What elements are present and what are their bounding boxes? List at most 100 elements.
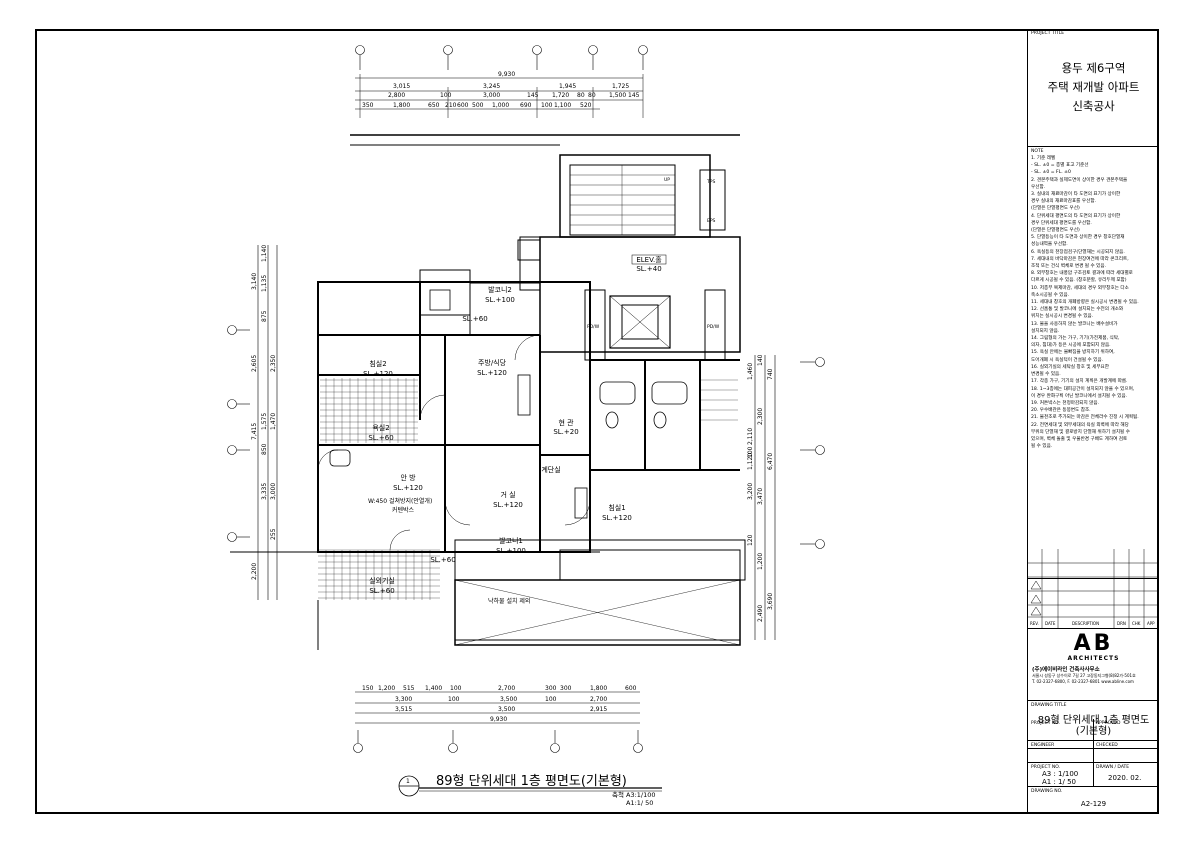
top-dim-row3-0: 2,800: [388, 92, 405, 99]
scale-label: PROJECT NO.: [1031, 765, 1061, 770]
project-title-line-1: 용두 제6구역: [1061, 61, 1126, 75]
drawing-no-row: DRAWING NO. A2-129: [1028, 787, 1159, 814]
checked-label: CHECKED: [1096, 743, 1118, 748]
top-dim-row3-3: 145: [527, 92, 539, 99]
plan-scale-a3: 축척 A3:1/100: [612, 791, 656, 799]
rev-header-drn: DRN: [1117, 621, 1126, 626]
room-room1-sl: SL.+120: [602, 514, 632, 522]
note-item: 12. 선홈통 및 발코니에 설치되는 수전의 개소와: [1031, 307, 1124, 313]
note-item: - SL. ±0 = FL. ±0: [1031, 170, 1071, 176]
note-label: NOTE: [1031, 149, 1044, 154]
plan-scale-a1: A1:1/ 50: [626, 799, 654, 807]
project-title-line-2: 주택 재개발 아파트: [1047, 80, 1140, 94]
bottom-dim-overall: 9,930: [490, 716, 507, 723]
bottom-dim-row3-0: 3,515: [395, 706, 412, 713]
note-item: 설치되지 않음.: [1031, 328, 1060, 334]
top-dim-row2-0: 3,015: [393, 83, 410, 90]
top-dim-row3-2: 3,000: [483, 92, 500, 99]
bottom-dim-row1-1: 1,200: [378, 685, 395, 692]
bottom-dim-row1-2: 515: [403, 685, 415, 692]
room-hall-sl: SL.+20: [553, 428, 578, 436]
firm-logo-sub: ARCHITECTS: [1067, 655, 1120, 662]
room-room2: 침실2: [369, 359, 386, 368]
room-stair: 계단실: [541, 465, 560, 474]
core-label-tps: TPS: [706, 179, 715, 185]
drawn-date-label: DRAWN / DATE: [1096, 765, 1130, 770]
room-master-sl: SL.+120: [393, 484, 423, 492]
note-item: 17. 각종 가구, 기기의 설치 계획은 개발계에 따름.: [1031, 379, 1128, 385]
bottom-dim-row2-1: 100: [448, 696, 460, 703]
bottom-note: 낙하물 설치 제외: [488, 597, 530, 605]
scale-values: A3 : 1/100 A1 : 1/ 50: [1042, 770, 1078, 786]
drawing-sheet-border: [35, 29, 1159, 814]
top-dim-row3-7: 1,500: [609, 92, 626, 99]
note-item: 20. 우수배관은 동봉변도 참조.: [1031, 408, 1091, 414]
room-living-sl: SL.+120: [493, 501, 523, 509]
drawing-title-label: DRAWING TITLE: [1031, 703, 1067, 708]
room-master: 안 방: [400, 473, 416, 482]
right-dim-1: 1,460: [747, 363, 754, 380]
room-living: 거 실: [500, 490, 515, 499]
right-dim-12: 3,690: [767, 593, 774, 610]
note-item: 7. 세대내의 바닥마감은 현장여건에 따라 콘크리트,: [1031, 256, 1129, 262]
room-balcony2: 발코니2: [488, 285, 512, 294]
left-dim-12: 255: [270, 528, 277, 540]
note-item: 22. 전면세대 및 외부세대의 욕실 외벽에 따라 해당: [1031, 422, 1129, 428]
room-hall: 현 관: [558, 418, 574, 427]
note-item: 도어개폐 시 욕실턱이 건설될 수 있음.: [1031, 357, 1104, 363]
note-item: 13. 물을 사용하지 않는 발코니는 배수설비가: [1031, 321, 1118, 327]
note-item: 될 수 있음.: [1031, 444, 1053, 450]
note-item: 경우 단위세대 평면도를 우선함.: [1031, 220, 1092, 226]
note-item: 10. 저층부 복제마감, 세대의 경우 외부창호는 다소: [1031, 285, 1129, 291]
project-title-cell: PROJECT TITLE 용두 제6구역 주택 재개발 아파트 신축공사: [1028, 29, 1159, 147]
drawing-no: A2-129: [1080, 800, 1107, 808]
right-grid-bubbles: [800, 357, 825, 549]
left-dim-6: 7,415: [251, 423, 258, 440]
room-balcony1: 발코니1: [499, 536, 523, 545]
note-item: 위치는 실시공시 변경될 수 있음.: [1031, 314, 1094, 320]
note-item: 6. 욕실등의 천장점검구(단열재는 시공되지 않음.: [1031, 249, 1125, 255]
top-dim-row2-2: 1,945: [559, 83, 576, 90]
room-balcony1-sl: SL.+100: [496, 547, 526, 555]
right-dim-6: 100: [747, 446, 754, 458]
left-grid-bubbles: [227, 325, 250, 542]
bottom-dim-row1-7: 300: [560, 685, 572, 692]
room-room1: 침실1: [608, 503, 625, 512]
top-dim-row4-7: 690: [520, 102, 532, 109]
top-dim-row3-5: 80: [577, 92, 585, 99]
top-dim-row4-1: 1,800: [393, 102, 410, 109]
note-item: 변경될 수 있음.: [1031, 372, 1061, 378]
project-no-row: PROJECT NO. APPROVED: [1028, 719, 1159, 741]
note-item: 16. 실외기실의 세탁실 창호 및 세부요한: [1031, 364, 1110, 370]
note-item: 8. 외부창호는 내풍압 구조검토 결과에 따라 세대별로: [1031, 271, 1133, 277]
bottom-dim-row1-6: 300: [545, 685, 557, 692]
top-dim-row4-9: 1,100: [554, 102, 571, 109]
room-elev-sl: SL.+40: [636, 265, 661, 273]
left-dim-5: 2,350: [270, 355, 277, 372]
right-dim-5: 6,470: [767, 453, 774, 470]
bottom-dim-row1-4: 100: [450, 685, 462, 692]
note-item: 11. 세대내 창호의 개폐방향은 실시공시 변경될 수 있음.: [1031, 300, 1139, 306]
left-dim-9: 850: [261, 443, 268, 455]
left-dim-2: 1,135: [261, 275, 268, 292]
core-label-pdw-1: PD/W: [587, 324, 600, 330]
bottom-dim-row1-9: 600: [625, 685, 637, 692]
note-item: 15. 욕실 안에는 물빠짐을 방지하기 위하여,: [1031, 350, 1115, 356]
bottom-dim-row3-2: 2,915: [590, 706, 607, 713]
top-dim-row4-5: 500: [472, 102, 484, 109]
revision-grid: REV. DATE DESCRIPTION DRN CHK APP: [1028, 549, 1159, 629]
scale-a1: A1 : 1/ 50: [1042, 777, 1076, 786]
left-dim-4: 2,605: [251, 355, 258, 372]
note-item: 조적 또는 건식 벽체로 변경 될 수 있음.: [1031, 264, 1107, 270]
note-item: 경우 실내의 재료마감표를 우선함.: [1031, 199, 1097, 205]
revision-table: REV. DATE DESCRIPTION DRN CHK APP: [1028, 549, 1159, 629]
scale-row: PROJECT NO. DRAWN / DATE A3 : 1/100 A1 :…: [1028, 763, 1159, 787]
top-dim-row4-4: 600: [457, 102, 469, 109]
engineer-row: ENGINEER CHECKED: [1028, 741, 1159, 763]
bottom-dim-row3-1: 3,500: [498, 706, 515, 713]
left-dim-3: 875: [261, 310, 268, 322]
top-dim-overall: 9,930: [498, 71, 515, 78]
top-dim-row4-3: 210: [445, 102, 457, 109]
left-dim-1: 3,140: [251, 273, 258, 290]
top-dim-row3-8: 145: [628, 92, 640, 99]
